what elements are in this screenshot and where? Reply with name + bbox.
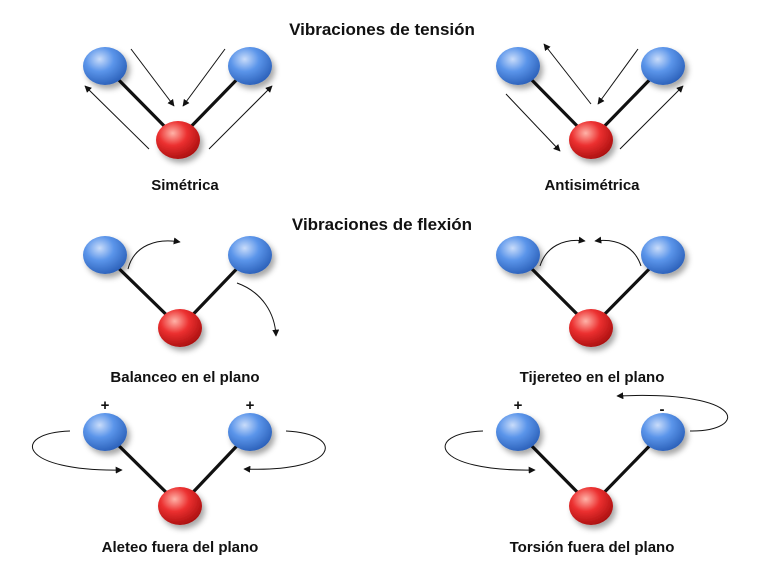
hydrogen-atom-right xyxy=(641,413,685,451)
hydrogen-atom-right xyxy=(228,47,272,85)
hydrogen-atom-right xyxy=(641,47,685,85)
oxygen-atom xyxy=(569,121,613,159)
mode-antisymmetric: Antisimétrica xyxy=(496,43,685,194)
oxygen-atom xyxy=(158,309,202,347)
arrow-outward-right xyxy=(208,85,273,150)
hydrogen-atom-left xyxy=(83,236,127,274)
heading-bending: Vibraciones de flexión xyxy=(292,215,472,234)
arrow-outward-left-top xyxy=(543,43,592,105)
hydrogen-atom-right xyxy=(641,236,685,274)
mode-twisting: + - Torsión fuera del plano xyxy=(444,392,728,556)
arrow-inward-right xyxy=(182,48,226,107)
sign-left: + xyxy=(514,397,523,414)
arrow-loop-left xyxy=(444,430,536,474)
arrow-curved-right xyxy=(236,282,280,337)
arrow-outward-right-bottom xyxy=(619,85,684,150)
hydrogen-atom-left xyxy=(83,413,127,451)
arrow-curved-left xyxy=(127,237,181,270)
mode-label: Antisimétrica xyxy=(544,177,640,194)
hydrogen-atom-right xyxy=(228,413,272,451)
mode-label: Torsión fuera del plano xyxy=(510,539,675,556)
mode-label: Simétrica xyxy=(151,177,219,194)
heading-stretching: Vibraciones de tensión xyxy=(289,20,475,39)
hydrogen-atom-left xyxy=(496,413,540,451)
oxygen-atom xyxy=(158,487,202,525)
arrow-loop-right xyxy=(243,430,326,473)
arrow-curved-right xyxy=(594,236,642,267)
mode-rocking: Balanceo en el plano xyxy=(83,236,280,386)
mode-label: Aleteo fuera del plano xyxy=(102,539,259,556)
arrow-inward-left-bottom xyxy=(505,93,561,152)
hydrogen-atom-left xyxy=(83,47,127,85)
mode-label: Tijereteo en el plano xyxy=(520,369,665,386)
hydrogen-atom-left xyxy=(496,47,540,85)
mode-label: Balanceo en el plano xyxy=(110,369,259,386)
arrow-inward-left xyxy=(130,48,175,107)
oxygen-atom xyxy=(569,487,613,525)
hydrogen-atom-right xyxy=(228,236,272,274)
arrow-outward-left xyxy=(84,85,150,150)
arrow-curved-left xyxy=(539,236,586,267)
sign-left: + xyxy=(101,397,110,414)
arrow-loop-left xyxy=(31,430,123,474)
mode-symmetric: Simétrica xyxy=(83,47,273,194)
mode-wagging: + + Aleteo fuera del plano xyxy=(31,397,326,556)
mode-scissoring: Tijereteo en el plano xyxy=(496,236,685,386)
arrow-loop-right xyxy=(616,392,728,432)
hydrogen-atom-left xyxy=(496,236,540,274)
arrow-inward-right-top xyxy=(597,48,639,105)
oxygen-atom xyxy=(156,121,200,159)
oxygen-atom xyxy=(569,309,613,347)
sign-right: - xyxy=(660,401,665,418)
sign-right: + xyxy=(246,397,255,414)
